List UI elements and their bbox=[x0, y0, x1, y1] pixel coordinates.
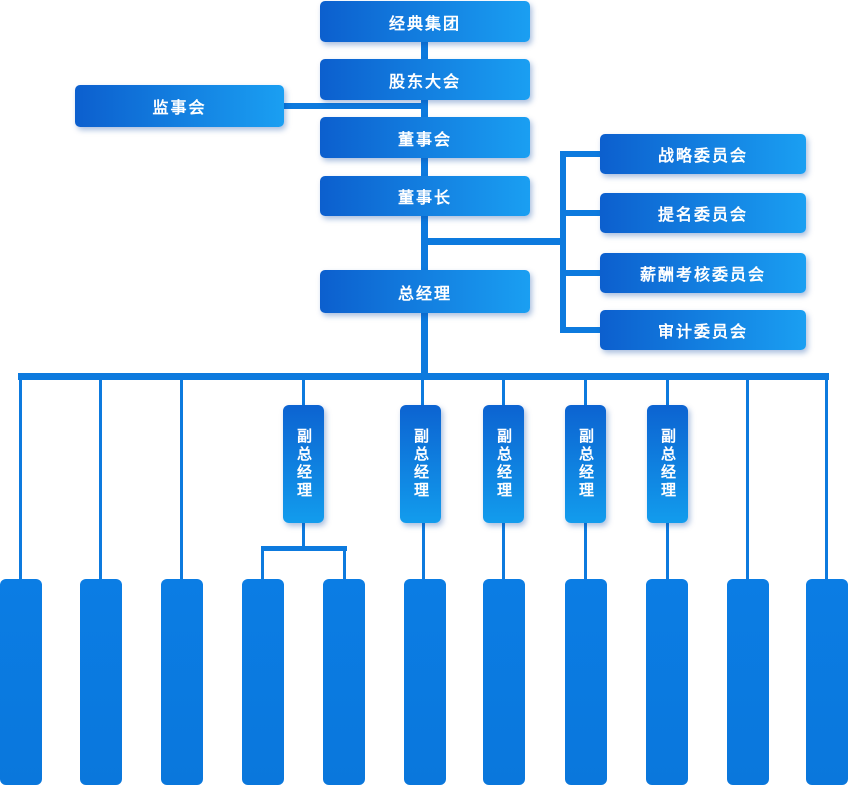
node-board-of-directors-label: 董事会 bbox=[397, 131, 452, 149]
connector-drop-11 bbox=[825, 376, 828, 580]
connector-drop-3 bbox=[180, 376, 183, 580]
node-nomination-committee: 提名委员会 bbox=[600, 193, 806, 233]
node-deputy-gm-4: 副总经理 bbox=[565, 405, 606, 523]
connector-drop-deputy2-top bbox=[421, 376, 424, 408]
node-department-2 bbox=[80, 579, 122, 785]
node-supervisory-board-label: 监事会 bbox=[152, 100, 207, 117]
connector-supervisory-link bbox=[280, 103, 425, 109]
connector-drop-deputy1-bottom bbox=[302, 520, 305, 549]
connector-committee-stub-4 bbox=[560, 327, 605, 333]
connector-drop-deputy4-bottom bbox=[584, 520, 587, 580]
node-department-1 bbox=[0, 579, 42, 785]
connector-drop-deputy4-top bbox=[584, 376, 587, 408]
node-deputy-gm-1: 副总经理 bbox=[283, 405, 324, 523]
connector-drop-dept-5 bbox=[343, 549, 346, 580]
node-nomination-committee-label: 提名委员会 bbox=[657, 207, 748, 224]
node-general-manager-label: 总经理 bbox=[397, 285, 452, 303]
connector-committee-stub-2 bbox=[560, 210, 605, 216]
node-audit-committee-label: 审计委员会 bbox=[657, 324, 748, 341]
connector-drop-1 bbox=[19, 376, 22, 580]
connector-drop-2 bbox=[99, 376, 102, 580]
node-deputy-gm-3: 副总经理 bbox=[483, 405, 524, 523]
node-deputy-gm-5: 副总经理 bbox=[647, 405, 688, 523]
node-deputy-gm-2-label: 副总经理 bbox=[412, 428, 429, 500]
connector-committee-stub-3 bbox=[560, 270, 605, 276]
node-department-11 bbox=[806, 579, 848, 785]
node-department-5 bbox=[323, 579, 365, 785]
node-group-company-label: 经典集团 bbox=[388, 15, 461, 33]
node-board-of-directors: 董事会 bbox=[320, 117, 530, 158]
connector-drop-deputy5-top bbox=[666, 376, 669, 408]
node-department-4 bbox=[242, 579, 284, 785]
node-shareholders-meeting: 股东大会 bbox=[320, 59, 530, 100]
connector-committee-branch bbox=[424, 238, 564, 245]
connector-drop-dept-4 bbox=[261, 549, 264, 580]
node-compensation-committee-label: 薪酬考核委员会 bbox=[639, 267, 766, 284]
connector-drop-deputy5-bottom bbox=[666, 520, 669, 580]
node-department-6 bbox=[404, 579, 446, 785]
node-deputy-gm-5-label: 副总经理 bbox=[659, 428, 676, 500]
connector-drop-deputy2-bottom bbox=[422, 520, 425, 580]
node-shareholders-meeting-label: 股东大会 bbox=[388, 73, 461, 91]
node-general-manager: 总经理 bbox=[320, 270, 530, 313]
node-department-9 bbox=[646, 579, 688, 785]
node-deputy-gm-3-label: 副总经理 bbox=[495, 428, 512, 500]
node-department-10 bbox=[727, 579, 769, 785]
connector-drop-deputy1-top bbox=[302, 376, 305, 408]
node-compensation-committee: 薪酬考核委员会 bbox=[600, 253, 806, 293]
connector-committee-trunk bbox=[560, 151, 566, 333]
node-department-8 bbox=[565, 579, 607, 785]
node-group-company: 经典集团 bbox=[320, 1, 530, 42]
node-strategy-committee-label: 战略委员会 bbox=[657, 148, 748, 165]
connector-deputy1-branch bbox=[261, 546, 347, 551]
node-chairman: 董事长 bbox=[320, 176, 530, 216]
node-strategy-committee: 战略委员会 bbox=[600, 134, 806, 174]
node-department-7 bbox=[483, 579, 525, 785]
node-deputy-gm-4-label: 副总经理 bbox=[577, 428, 594, 500]
connector-drop-deputy3-bottom bbox=[502, 520, 505, 580]
node-deputy-gm-2: 副总经理 bbox=[400, 405, 441, 523]
connector-drop-deputy3-top bbox=[502, 376, 505, 408]
connector-drop-10 bbox=[746, 376, 749, 580]
connector-committee-stub-1 bbox=[560, 151, 605, 157]
node-supervisory-board: 监事会 bbox=[75, 85, 284, 127]
node-chairman-label: 董事长 bbox=[397, 190, 452, 207]
node-audit-committee: 审计委员会 bbox=[600, 310, 806, 350]
node-department-3 bbox=[161, 579, 203, 785]
node-deputy-gm-1-label: 副总经理 bbox=[295, 428, 312, 500]
